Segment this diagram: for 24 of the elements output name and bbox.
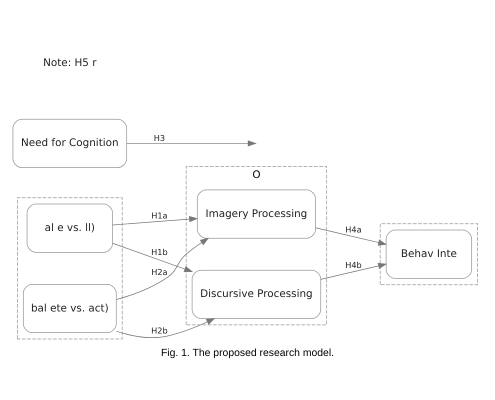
- arrow: [126, 140, 257, 146]
- node-box: Behav Inte: [386, 229, 472, 278]
- arrow: [112, 242, 194, 272]
- edge-label: H2a: [151, 266, 168, 276]
- label: Note: H5 r: [43, 56, 97, 68]
- edge-label: H4b: [345, 260, 362, 270]
- arrow: [315, 226, 388, 246]
- arrow: [116, 318, 216, 338]
- edge-label: H1b: [151, 246, 168, 256]
- edge-label: H2b: [151, 325, 168, 336]
- edge-label: H3: [154, 132, 166, 143]
- node-box: Discursive Processing: [192, 269, 322, 318]
- node-box: Need for Cognition: [12, 118, 128, 168]
- node-box: bal ete vs. act): [22, 283, 117, 333]
- arrow: [320, 262, 388, 280]
- cluster: [17, 196, 123, 339]
- node-box: al e vs. ll): [26, 203, 113, 252]
- cluster: [380, 222, 478, 285]
- edge-label: H4a: [345, 224, 362, 234]
- arrow: [112, 216, 198, 225]
- caption: Fig. 1. The proposed research model.: [160, 348, 334, 359]
- arrow: [116, 237, 210, 300]
- edge-label: H1a: [151, 210, 168, 220]
- node-box: Imagery Processing: [196, 189, 316, 238]
